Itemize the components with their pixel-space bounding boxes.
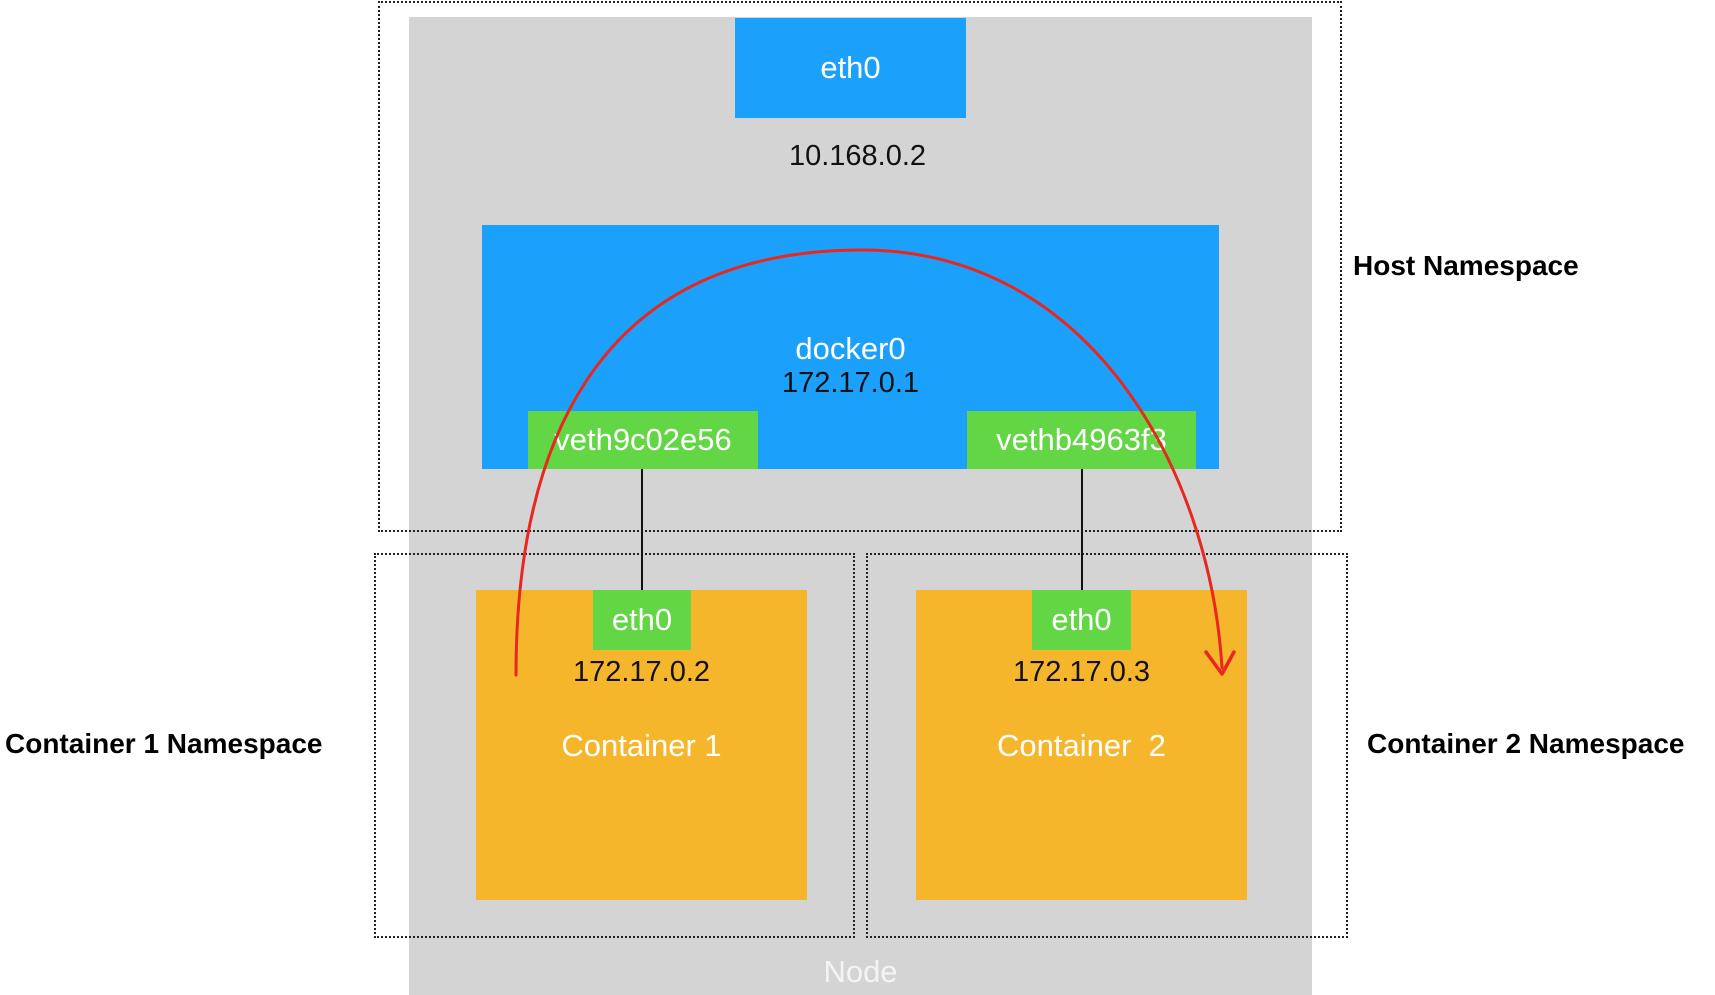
- docker0-label: docker0: [795, 331, 906, 366]
- packet-flow-arc: [514, 248, 1224, 677]
- container-2-eth0-label: eth0: [1051, 602, 1112, 637]
- container-1: eth0 172.17.0.2 Container 1: [476, 590, 807, 900]
- container-1-namespace-label: Container 1 Namespace: [5, 728, 323, 759]
- container-2-namespace-box: [866, 553, 1348, 938]
- veth-left-wire: [641, 469, 643, 590]
- container-2-ip: 172.17.0.3: [1012, 655, 1151, 688]
- container-1-eth0-label: eth0: [611, 602, 673, 637]
- host-eth0-interface: eth0: [735, 18, 966, 118]
- container-2-namespace-label: Container 2 Namespace: [1367, 728, 1685, 759]
- veth-right-label: vethb4963f3: [996, 422, 1167, 457]
- packet-flow-arrowhead: [1204, 650, 1236, 676]
- container-2-label: Container 2: [997, 728, 1166, 763]
- container-2-eth0-interface: eth0: [1032, 590, 1131, 650]
- veth-left-label: veth9c02e56: [554, 422, 732, 457]
- container-1-ip: 172.17.0.2: [572, 655, 711, 688]
- host-eth0-ip: 10.168.0.2: [788, 139, 927, 172]
- container-1-namespace-box: [374, 553, 855, 938]
- container-1-eth0-interface: eth0: [593, 590, 691, 650]
- docker0-ip: 172.17.0.1: [781, 366, 920, 399]
- host-namespace-box: [378, 1, 1342, 532]
- container-2: eth0 172.17.0.3 Container 2: [916, 590, 1247, 900]
- host-namespace-label: Host Namespace: [1353, 250, 1579, 281]
- host-eth0-label: eth0: [820, 50, 881, 85]
- veth-right-wire: [1081, 469, 1083, 590]
- veth-left-interface: veth9c02e56: [528, 411, 758, 469]
- node-label: Node: [823, 954, 898, 989]
- container-1-label: Container 1: [561, 728, 722, 763]
